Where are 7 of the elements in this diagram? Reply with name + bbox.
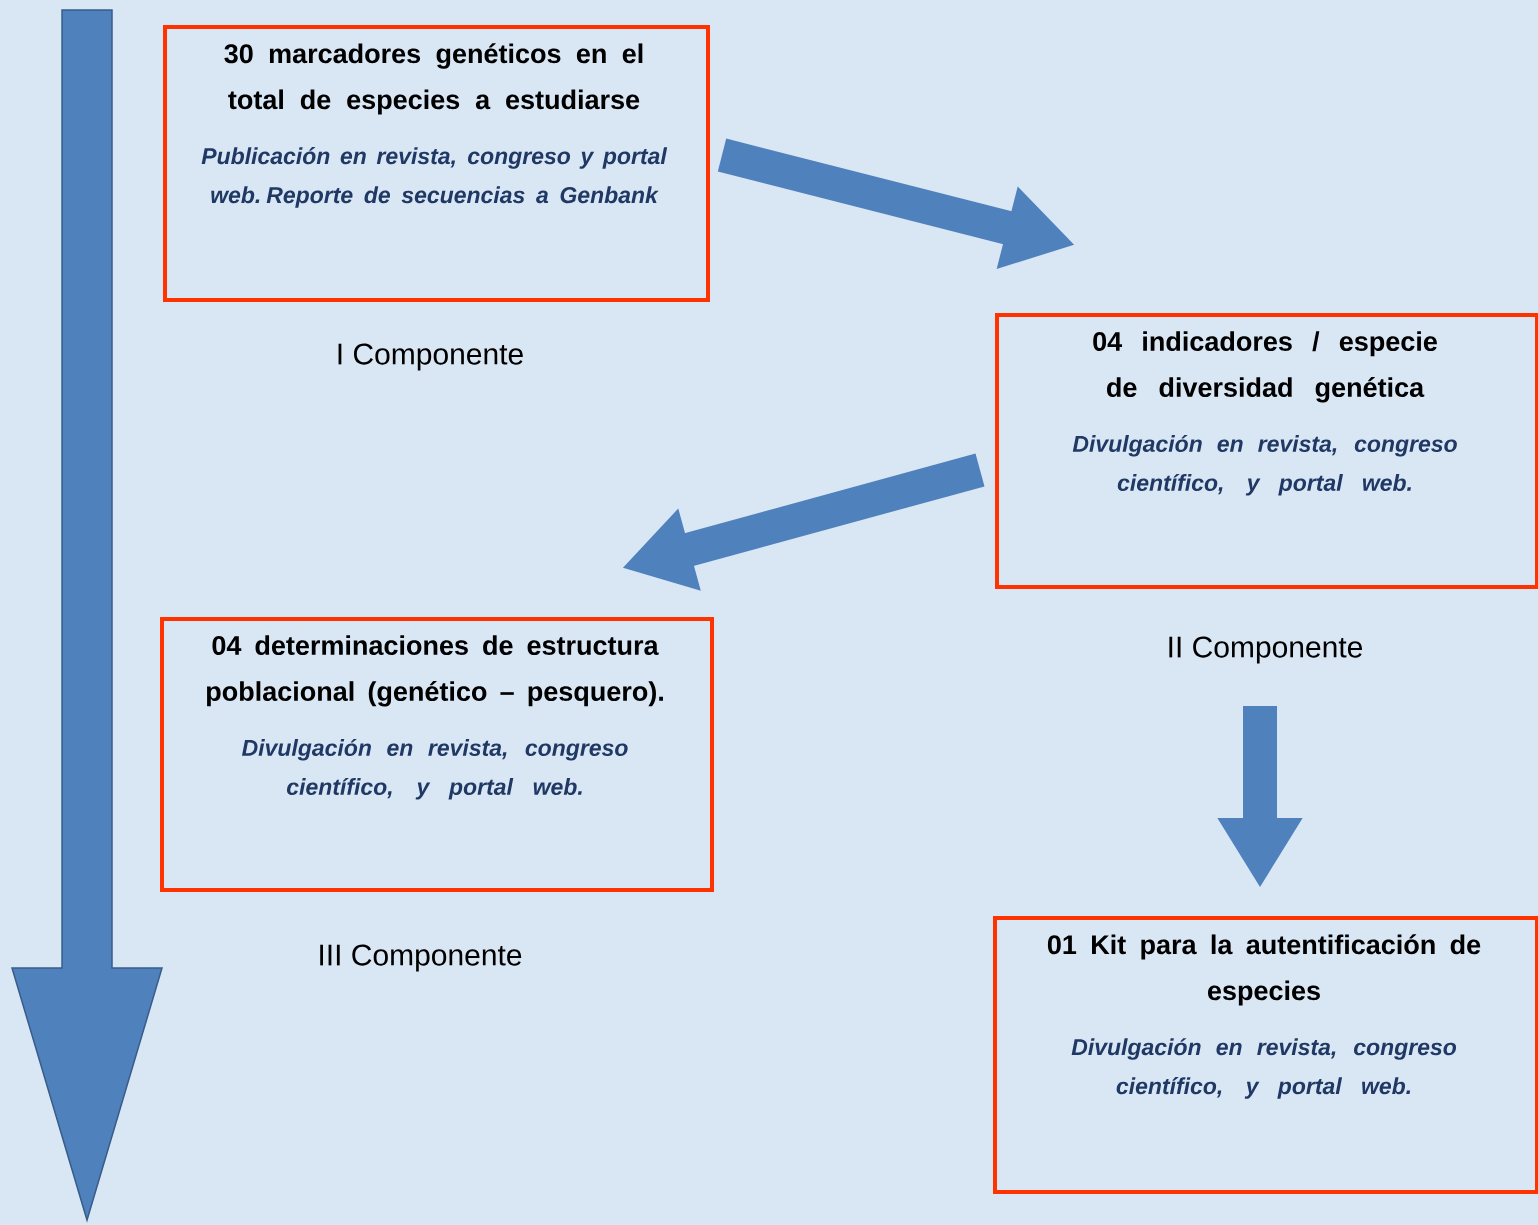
result-box: 04 indicadores / especie de diversidad genética Divulgación en revista, congreso científico, y portal web. xyxy=(995,313,1538,589)
result-box: 30 marcadores genéticos en el total de especies a estudiarse Publicación en revista, congreso y portal web. Reporte de secuencias a Genbank xyxy=(163,25,710,302)
component-label: II Componente xyxy=(1169,636,1363,664)
component-label: I Componente xyxy=(338,343,523,371)
component-label: III Componente xyxy=(320,944,522,972)
result-box: 01 Kit para la autentificación de especies Divulgación en revista, congreso científico, y portal web. xyxy=(993,916,1538,1194)
result-box: 04 determinaciones de estructura poblacional (genético – pesquero). Divulgación en revista, congreso científico, y portal web. xyxy=(160,617,714,892)
